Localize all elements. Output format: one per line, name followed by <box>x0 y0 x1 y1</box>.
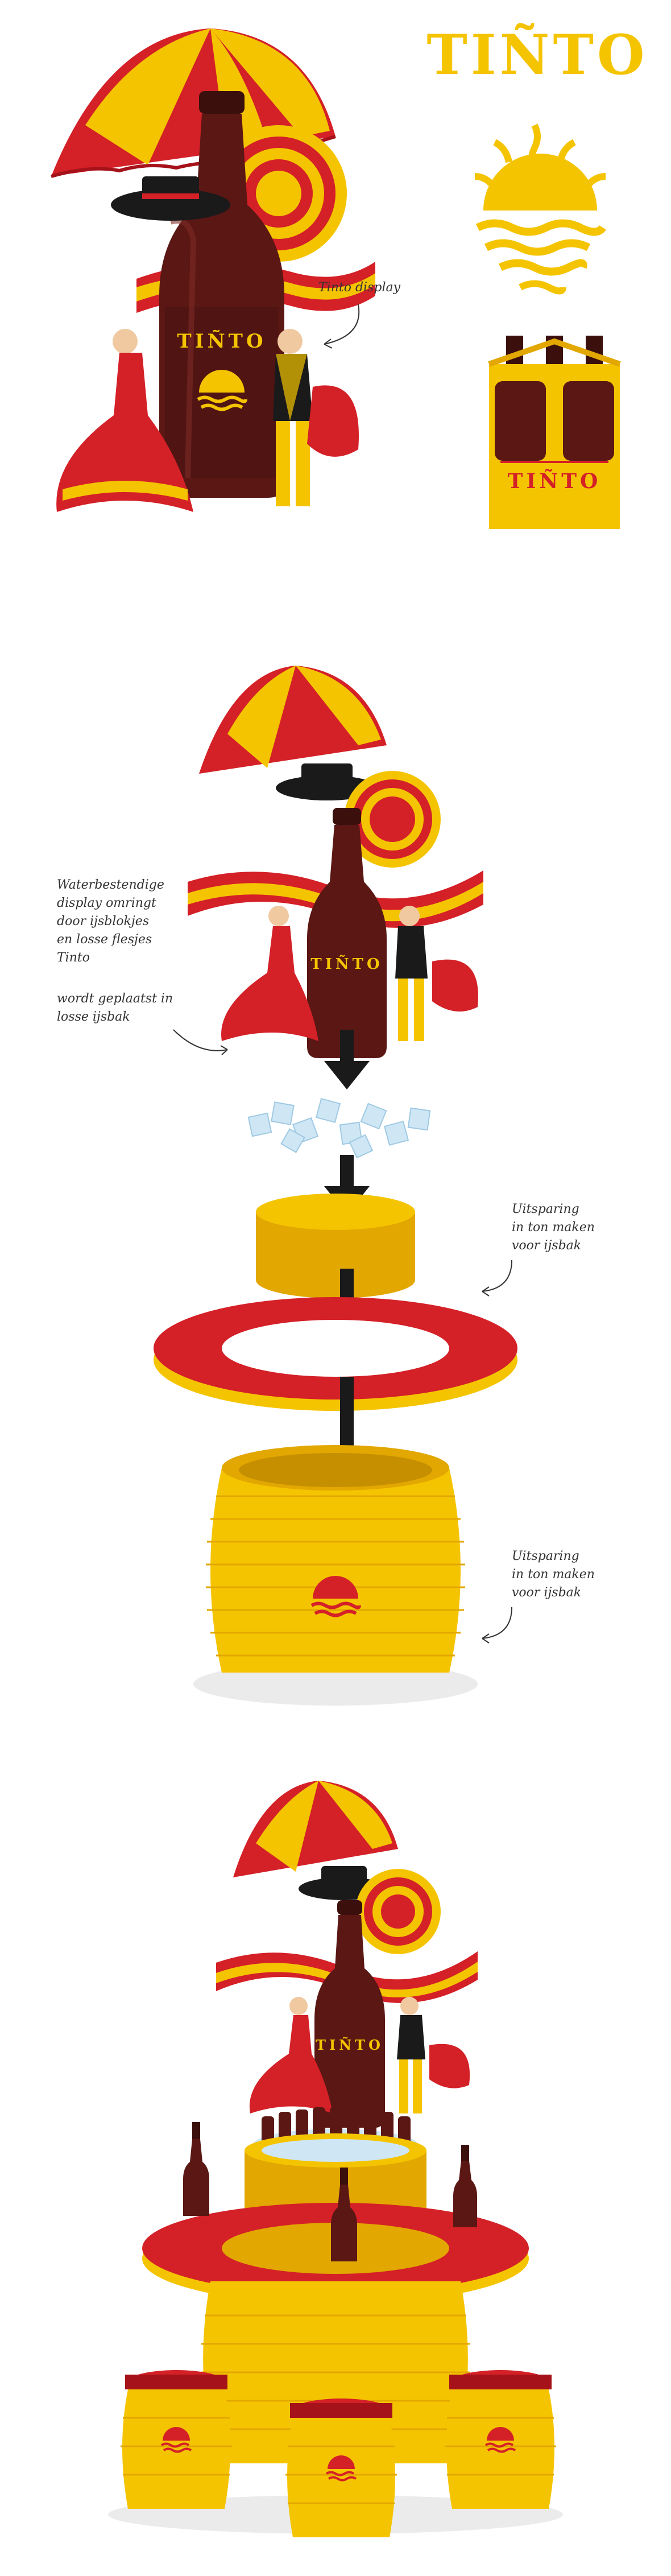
bottle-brand-label: TIÑTO <box>310 956 383 973</box>
umbrella-illustration <box>233 1781 398 1877</box>
loose-bottle <box>453 2145 477 2227</box>
small-barrel-center <box>285 2399 397 2537</box>
flamenco-dancer <box>249 1997 333 2113</box>
sun-fan-illustration <box>344 771 441 868</box>
bottle-illustration <box>314 1900 385 2128</box>
caption-arrow <box>482 1607 512 1644</box>
barrel-illustration <box>193 1445 478 1706</box>
bottle-brand-label: TIÑTO <box>316 2037 384 2053</box>
matador-figure <box>273 329 359 506</box>
loose-bottle <box>183 2122 209 2216</box>
section-exploded: TIÑTO Waterbestendige display omringt do… <box>0 626 671 1707</box>
sun-waves-icon <box>310 1576 361 1617</box>
section-assembled: TIÑTO <box>0 1752 671 2576</box>
cutout-caption-1: Uitsparing in ton maken voor ijsbak <box>512 1202 595 1253</box>
small-barrel-right <box>445 2370 556 2509</box>
caption-arrow <box>482 1260 512 1297</box>
ice-bin <box>256 1194 415 1298</box>
sun-waves-icon <box>484 2427 516 2453</box>
section-display: TIÑTO Tinto display TIÑTO <box>0 0 671 546</box>
ring-tray <box>154 1297 517 1411</box>
arrow-down-icon <box>324 1030 370 1089</box>
pack-brand-label: TIÑTO <box>507 469 602 493</box>
matador-figure <box>395 906 478 1041</box>
sun-waves-icon <box>160 2427 192 2453</box>
umbrella-illustration <box>199 666 387 774</box>
small-barrel-left <box>121 2370 232 2509</box>
bottle-brand-label: TIÑTO <box>177 330 267 353</box>
sun-waves-icon <box>197 370 247 411</box>
ice-cubes <box>247 1097 431 1159</box>
display-caption: Tinto display <box>318 280 401 295</box>
ice-bin-caption: wordt geplaatst in losse ijsbak <box>57 992 173 1024</box>
brand-logo: TIÑTO <box>426 23 648 87</box>
caption-arrow <box>173 1029 228 1055</box>
sun-waves-icon <box>325 2455 357 2482</box>
sun-fan-illustration <box>355 1869 441 1954</box>
caption-arrow <box>324 304 360 349</box>
flamenco-dancer <box>221 906 318 1041</box>
bottle-illustration <box>307 808 387 1058</box>
logo-sun-mark <box>474 123 606 295</box>
cutout-caption-2: Uitsparing in ton maken voor ijsbak <box>512 1549 595 1600</box>
four-pack-illustration <box>488 336 621 529</box>
barrel-illustration <box>201 2281 470 2463</box>
display-description: Waterbestendige display omringt door ijs… <box>57 878 164 965</box>
flamenco-dancer <box>56 329 194 512</box>
hat-illustration <box>111 176 230 221</box>
matador-figure <box>397 1997 470 2113</box>
loose-bottle <box>331 2168 357 2261</box>
